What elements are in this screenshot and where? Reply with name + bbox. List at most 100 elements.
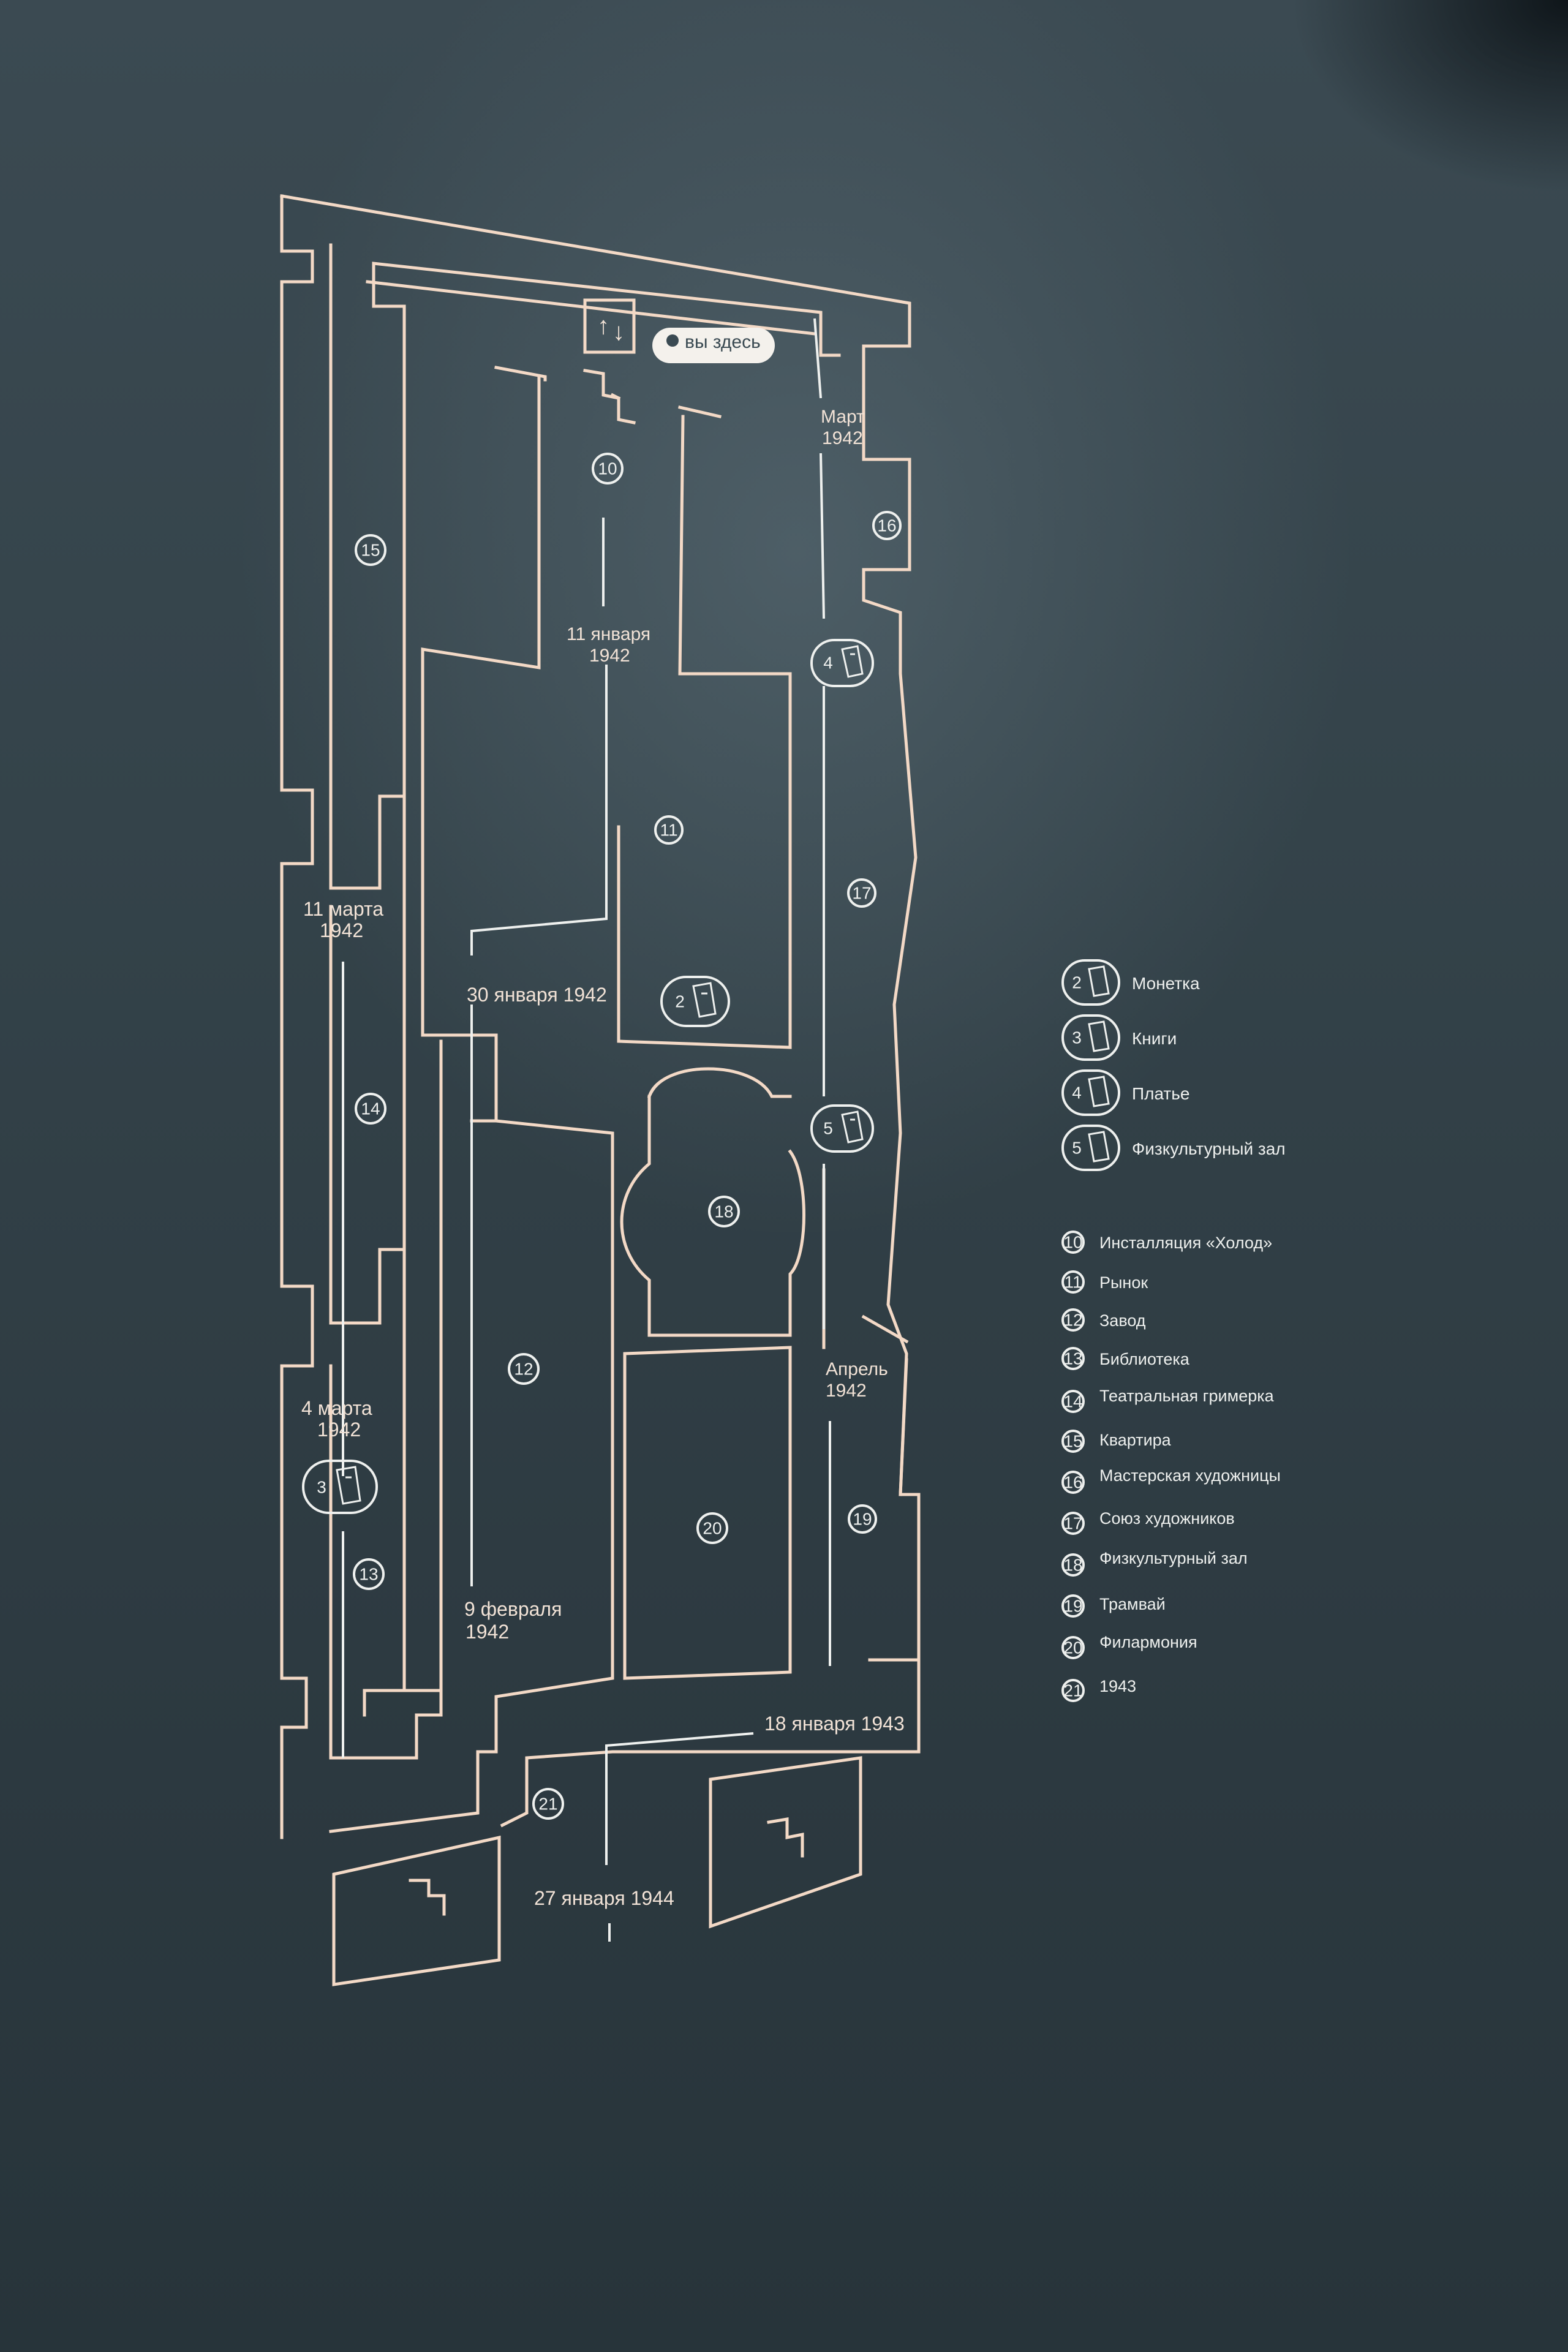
svg-text:18: 18 (1063, 1556, 1082, 1575)
svg-text:3: 3 (317, 1478, 326, 1497)
svg-text:15: 15 (361, 541, 380, 560)
svg-text:19: 19 (1063, 1597, 1082, 1616)
legend-room-item: 21 1943 (1061, 1677, 1136, 1702)
room-marker-10: 10 (592, 453, 624, 484)
svg-text:3: 3 (1072, 1028, 1082, 1047)
svg-text:11: 11 (660, 821, 677, 840)
svg-text:14: 14 (1063, 1392, 1082, 1411)
date-march-1942-line2: 1942 (822, 428, 863, 448)
svg-text:21: 21 (1063, 1681, 1082, 1700)
svg-text:Трамвай: Трамвай (1099, 1595, 1166, 1613)
legend-cards: 2 Монетка 3 Книги 4 Платье 5 Физкультурн… (1061, 959, 1286, 1171)
date-jan27-1944: 27 января 1944 (534, 1887, 674, 1909)
svg-text:4: 4 (1072, 1084, 1082, 1102)
room-marker-18: 18 (708, 1196, 740, 1227)
stairs-top-icon (583, 369, 636, 424)
location-dot-icon (666, 334, 679, 347)
legend-card-item: 3 Книги (1061, 1014, 1177, 1061)
coin-card-icon (1088, 965, 1110, 997)
svg-text:16: 16 (1063, 1473, 1082, 1492)
date-march-1942-line1: Март (821, 407, 865, 427)
svg-text:11: 11 (1064, 1273, 1082, 1292)
card-icon (841, 645, 864, 678)
gym-card-icon (1088, 1131, 1110, 1163)
svg-text:10: 10 (1063, 1233, 1082, 1252)
room-marker-12: 12 (508, 1353, 540, 1385)
card-marker-5: 5 (810, 1104, 874, 1153)
svg-text:2: 2 (675, 992, 685, 1011)
stairs-bottom-right-icon (767, 1817, 804, 1858)
corner-shadow (1139, 0, 1568, 318)
svg-text:Филармония: Филармония (1099, 1633, 1197, 1651)
legend-card-item: 5 Физкультурный зал (1061, 1125, 1286, 1171)
svg-text:12: 12 (514, 1360, 533, 1379)
legend-room-item: 11 Рынок (1061, 1270, 1148, 1294)
svg-text:16: 16 (877, 516, 896, 535)
dress-card-icon (1088, 1076, 1110, 1107)
legend-room-item: 15 Квартира (1061, 1430, 1172, 1453)
card-marker-3: 3 (302, 1460, 378, 1514)
books-card-icon (1088, 1020, 1110, 1052)
svg-text:15: 15 (1063, 1432, 1082, 1451)
svg-text:13: 13 (1063, 1349, 1082, 1368)
svg-text:19: 19 (853, 1510, 872, 1529)
card-markers: 4 2 5 3 (302, 639, 874, 1514)
room-marker-17: 17 (847, 878, 876, 908)
room-marker-20: 20 (696, 1512, 728, 1544)
stairs-bottom-left-icon (409, 1879, 446, 1916)
legend-room-item: 19 Трамвай (1061, 1594, 1166, 1618)
route (342, 318, 831, 1942)
date-april-line1: Апрель (826, 1359, 888, 1379)
date-mar4-line1: 4 марта (301, 1397, 372, 1419)
room-marker-14: 14 (355, 1093, 386, 1125)
you-are-here-label: вы здесь (685, 332, 761, 352)
svg-text:Платье: Платье (1132, 1084, 1189, 1103)
svg-text:17: 17 (852, 884, 871, 903)
card-icon (692, 982, 717, 1018)
svg-text:13: 13 (359, 1565, 378, 1584)
date-mar4-line2: 1942 (317, 1419, 361, 1441)
date-jan11-line2: 1942 (589, 646, 630, 666)
date-feb9-line2: 1942 (466, 1621, 509, 1643)
svg-text:12: 12 (1063, 1311, 1082, 1330)
room-marker-21: 21 (532, 1788, 564, 1820)
date-jan30: 30 января 1942 (467, 984, 607, 1006)
svg-text:Союз художников: Союз художников (1099, 1509, 1235, 1528)
room-markers: 10 11 12 13 14 15 16 17 18 19 20 21 (353, 453, 902, 1820)
svg-text:Рынок: Рынок (1099, 1273, 1148, 1292)
svg-text:5: 5 (823, 1119, 833, 1138)
svg-text:Книги: Книги (1132, 1029, 1177, 1048)
card-marker-2: 2 (660, 976, 730, 1027)
card-marker-4: 4 (810, 639, 874, 687)
svg-text:20: 20 (1063, 1638, 1082, 1657)
room-marker-15: 15 (355, 534, 386, 566)
svg-text:Физкультурный зал: Физкультурный зал (1132, 1139, 1286, 1158)
svg-text:↓: ↓ (612, 318, 625, 345)
svg-text:Мастерская художницы: Мастерская художницы (1099, 1466, 1281, 1485)
legend-room-item: 17 Союз художников (1061, 1509, 1235, 1535)
legend-room-item: 13 Библиотека (1061, 1347, 1190, 1370)
svg-text:20: 20 (703, 1519, 722, 1538)
legend-room-item: 20 Филармония (1061, 1633, 1197, 1659)
svg-text:Библиотека: Библиотека (1099, 1350, 1190, 1368)
date-mar11-line2: 1942 (320, 919, 363, 941)
legend-room-item: 16 Мастерская художницы (1061, 1466, 1281, 1494)
svg-text:2: 2 (1072, 973, 1082, 992)
svg-text:18: 18 (714, 1202, 733, 1221)
date-labels: Март 1942 11 января 1942 11 марта 1942 3… (301, 407, 905, 1909)
svg-text:Квартира: Квартира (1099, 1431, 1172, 1449)
date-jan11-line1: 11 января (567, 624, 650, 644)
date-jan18-1943: 18 января 1943 (764, 1713, 905, 1735)
svg-text:17: 17 (1063, 1514, 1082, 1533)
svg-text:21: 21 (538, 1795, 557, 1814)
svg-text:5: 5 (1072, 1139, 1082, 1158)
svg-text:1943: 1943 (1099, 1677, 1136, 1695)
plan-walls (280, 194, 921, 1986)
stairs-icons (409, 369, 804, 1916)
